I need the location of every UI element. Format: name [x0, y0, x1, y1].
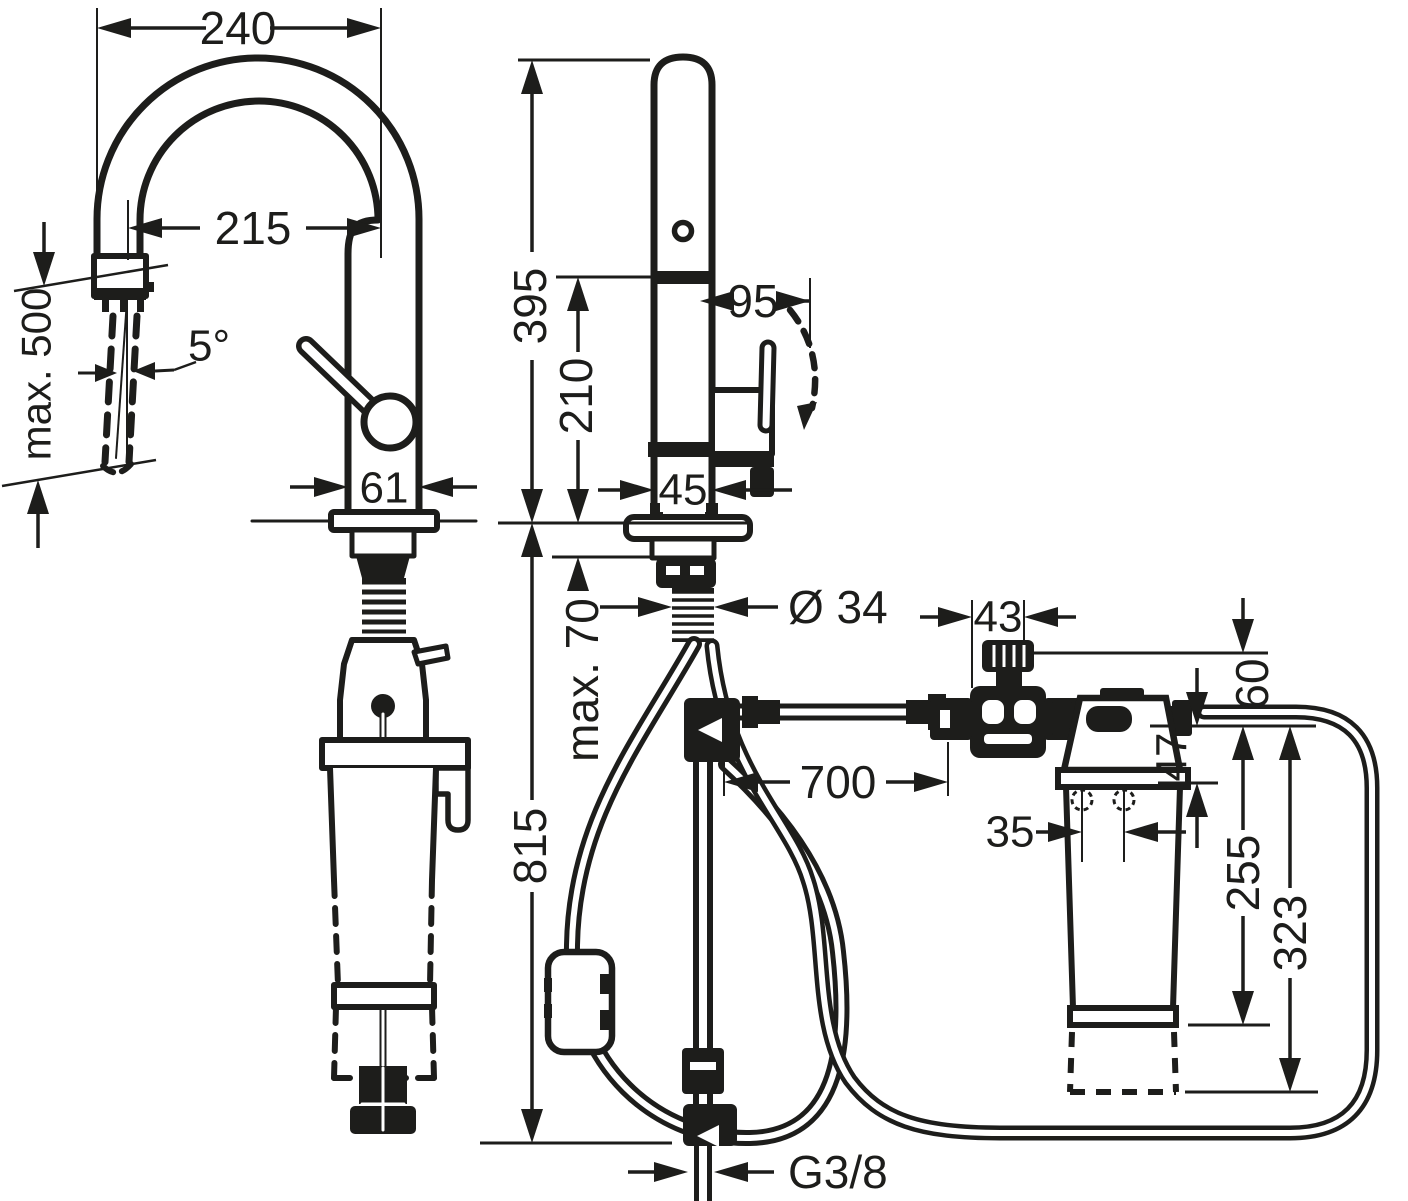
dim-g38-label: G3/8 [788, 1146, 888, 1198]
hook-bracket [433, 765, 471, 833]
pullout-spray-dashed [100, 299, 141, 476]
dim-max500-label: max. 500 [13, 288, 60, 461]
filter-port-symbols [1070, 786, 1136, 862]
dim-210-label: 210 [550, 358, 602, 435]
dim-60: 60 [1034, 598, 1316, 728]
base-neck [349, 527, 417, 559]
dim-323: 323 [1185, 726, 1318, 1094]
base-escutcheon [328, 509, 440, 533]
clip-lever [411, 643, 451, 667]
dim-60-label: 60 [1226, 658, 1278, 709]
cartridge-cap [319, 737, 471, 771]
dim-700-label: 700 [800, 756, 877, 808]
dim-210: 210 [550, 275, 654, 523]
front-view-faucet [91, 54, 478, 1134]
spray-head-nub [146, 282, 154, 292]
dim-255-label: 255 [1217, 835, 1269, 912]
hose-weight-detail [544, 974, 614, 1030]
mount-slot-1 [666, 566, 680, 575]
handle-lever-core [301, 341, 382, 419]
dim-215: 215 [128, 202, 381, 254]
block-stub [750, 467, 774, 497]
dim-240: 240 [97, 2, 381, 54]
flow-arrow-icon [698, 718, 722, 742]
pivot-dot [371, 694, 395, 718]
block-band [712, 452, 774, 467]
side-escutcheon [623, 514, 753, 542]
base-adapter [356, 556, 410, 578]
dim-max70: max. 70 [498, 521, 750, 762]
side-handle-lever-core [762, 344, 772, 429]
dim-dia34: Ø 34 [600, 581, 888, 633]
dim-max70-label: max. 70 [556, 598, 608, 762]
dimension-annotations: 240 215 max. 500 5° [1, 2, 1318, 1198]
threaded-shank-right [669, 588, 717, 642]
filter-unit [1052, 688, 1192, 1095]
threaded-shank-left [359, 578, 409, 640]
cartridge-removal-dashed [331, 1004, 437, 1081]
dim-43: 43 [920, 593, 1076, 642]
swing-arrowhead [797, 402, 817, 430]
dim-35: 35 [986, 808, 1186, 857]
dim-35-label: 35 [986, 808, 1035, 857]
spray-head-band [94, 288, 146, 300]
aerator-ticks [102, 300, 144, 312]
side-neck [649, 536, 717, 561]
cartridge-body [330, 768, 436, 985]
side-view-faucet [623, 53, 819, 642]
fittings [544, 694, 946, 1147]
dim-5deg: 5° [78, 322, 230, 382]
body-seam [654, 271, 712, 284]
handle-swing-dashed [786, 306, 819, 412]
dim-215-label: 215 [215, 202, 292, 254]
cartridge-edges [327, 765, 439, 988]
dim-95-label: 95 [727, 275, 778, 327]
dim-395-label: 395 [504, 268, 556, 345]
dim-47-label: 47 [1148, 733, 1197, 782]
spout-and-body-outline [93, 54, 423, 520]
handle-pivot [360, 392, 420, 452]
dim-43-label: 43 [974, 593, 1023, 642]
cartridge-band [331, 982, 437, 1010]
filter-band [1067, 1005, 1179, 1028]
filter-vent [1100, 688, 1144, 700]
filter-hose-core [709, 643, 1375, 1136]
mounting-hardware [656, 558, 716, 588]
flow-arrow-icon-2 [697, 1125, 719, 1147]
dim-max500: max. 500 [1, 222, 169, 548]
dim-815-label: 815 [504, 808, 556, 885]
head-band [648, 442, 712, 457]
pipe-coupling [682, 1048, 724, 1094]
dim-255: 255 [1188, 726, 1270, 1027]
dim-45: 45 [598, 466, 792, 515]
dim-323-label: 323 [1264, 895, 1316, 972]
dim-47: 47 [1148, 668, 1218, 848]
filter-removal-dashed [1067, 1031, 1179, 1095]
dim-95: 95 [700, 275, 810, 327]
dim-61-label: 61 [360, 464, 409, 513]
filter-head-blob [1086, 706, 1132, 732]
hose-weight [544, 948, 616, 1056]
dim-700: 700 [724, 756, 948, 808]
dim-240-label: 240 [200, 2, 277, 54]
lower-tee-block [683, 1104, 737, 1146]
mount-slot-2 [690, 566, 704, 575]
side-body [650, 53, 716, 527]
pipe-coupling-slot [690, 1062, 716, 1070]
dim-45-label: 45 [659, 466, 708, 515]
dim-815: 815 [480, 557, 672, 1145]
dim-5deg-label: 5° [188, 322, 230, 371]
dim-g38: G3/8 [628, 1146, 888, 1198]
dim-dia34-label: Ø 34 [788, 581, 888, 633]
extension-lines [96, 8, 1025, 796]
dim-395: 395 [504, 58, 650, 523]
select-button [671, 219, 695, 243]
dim-61: 61 [290, 464, 477, 513]
